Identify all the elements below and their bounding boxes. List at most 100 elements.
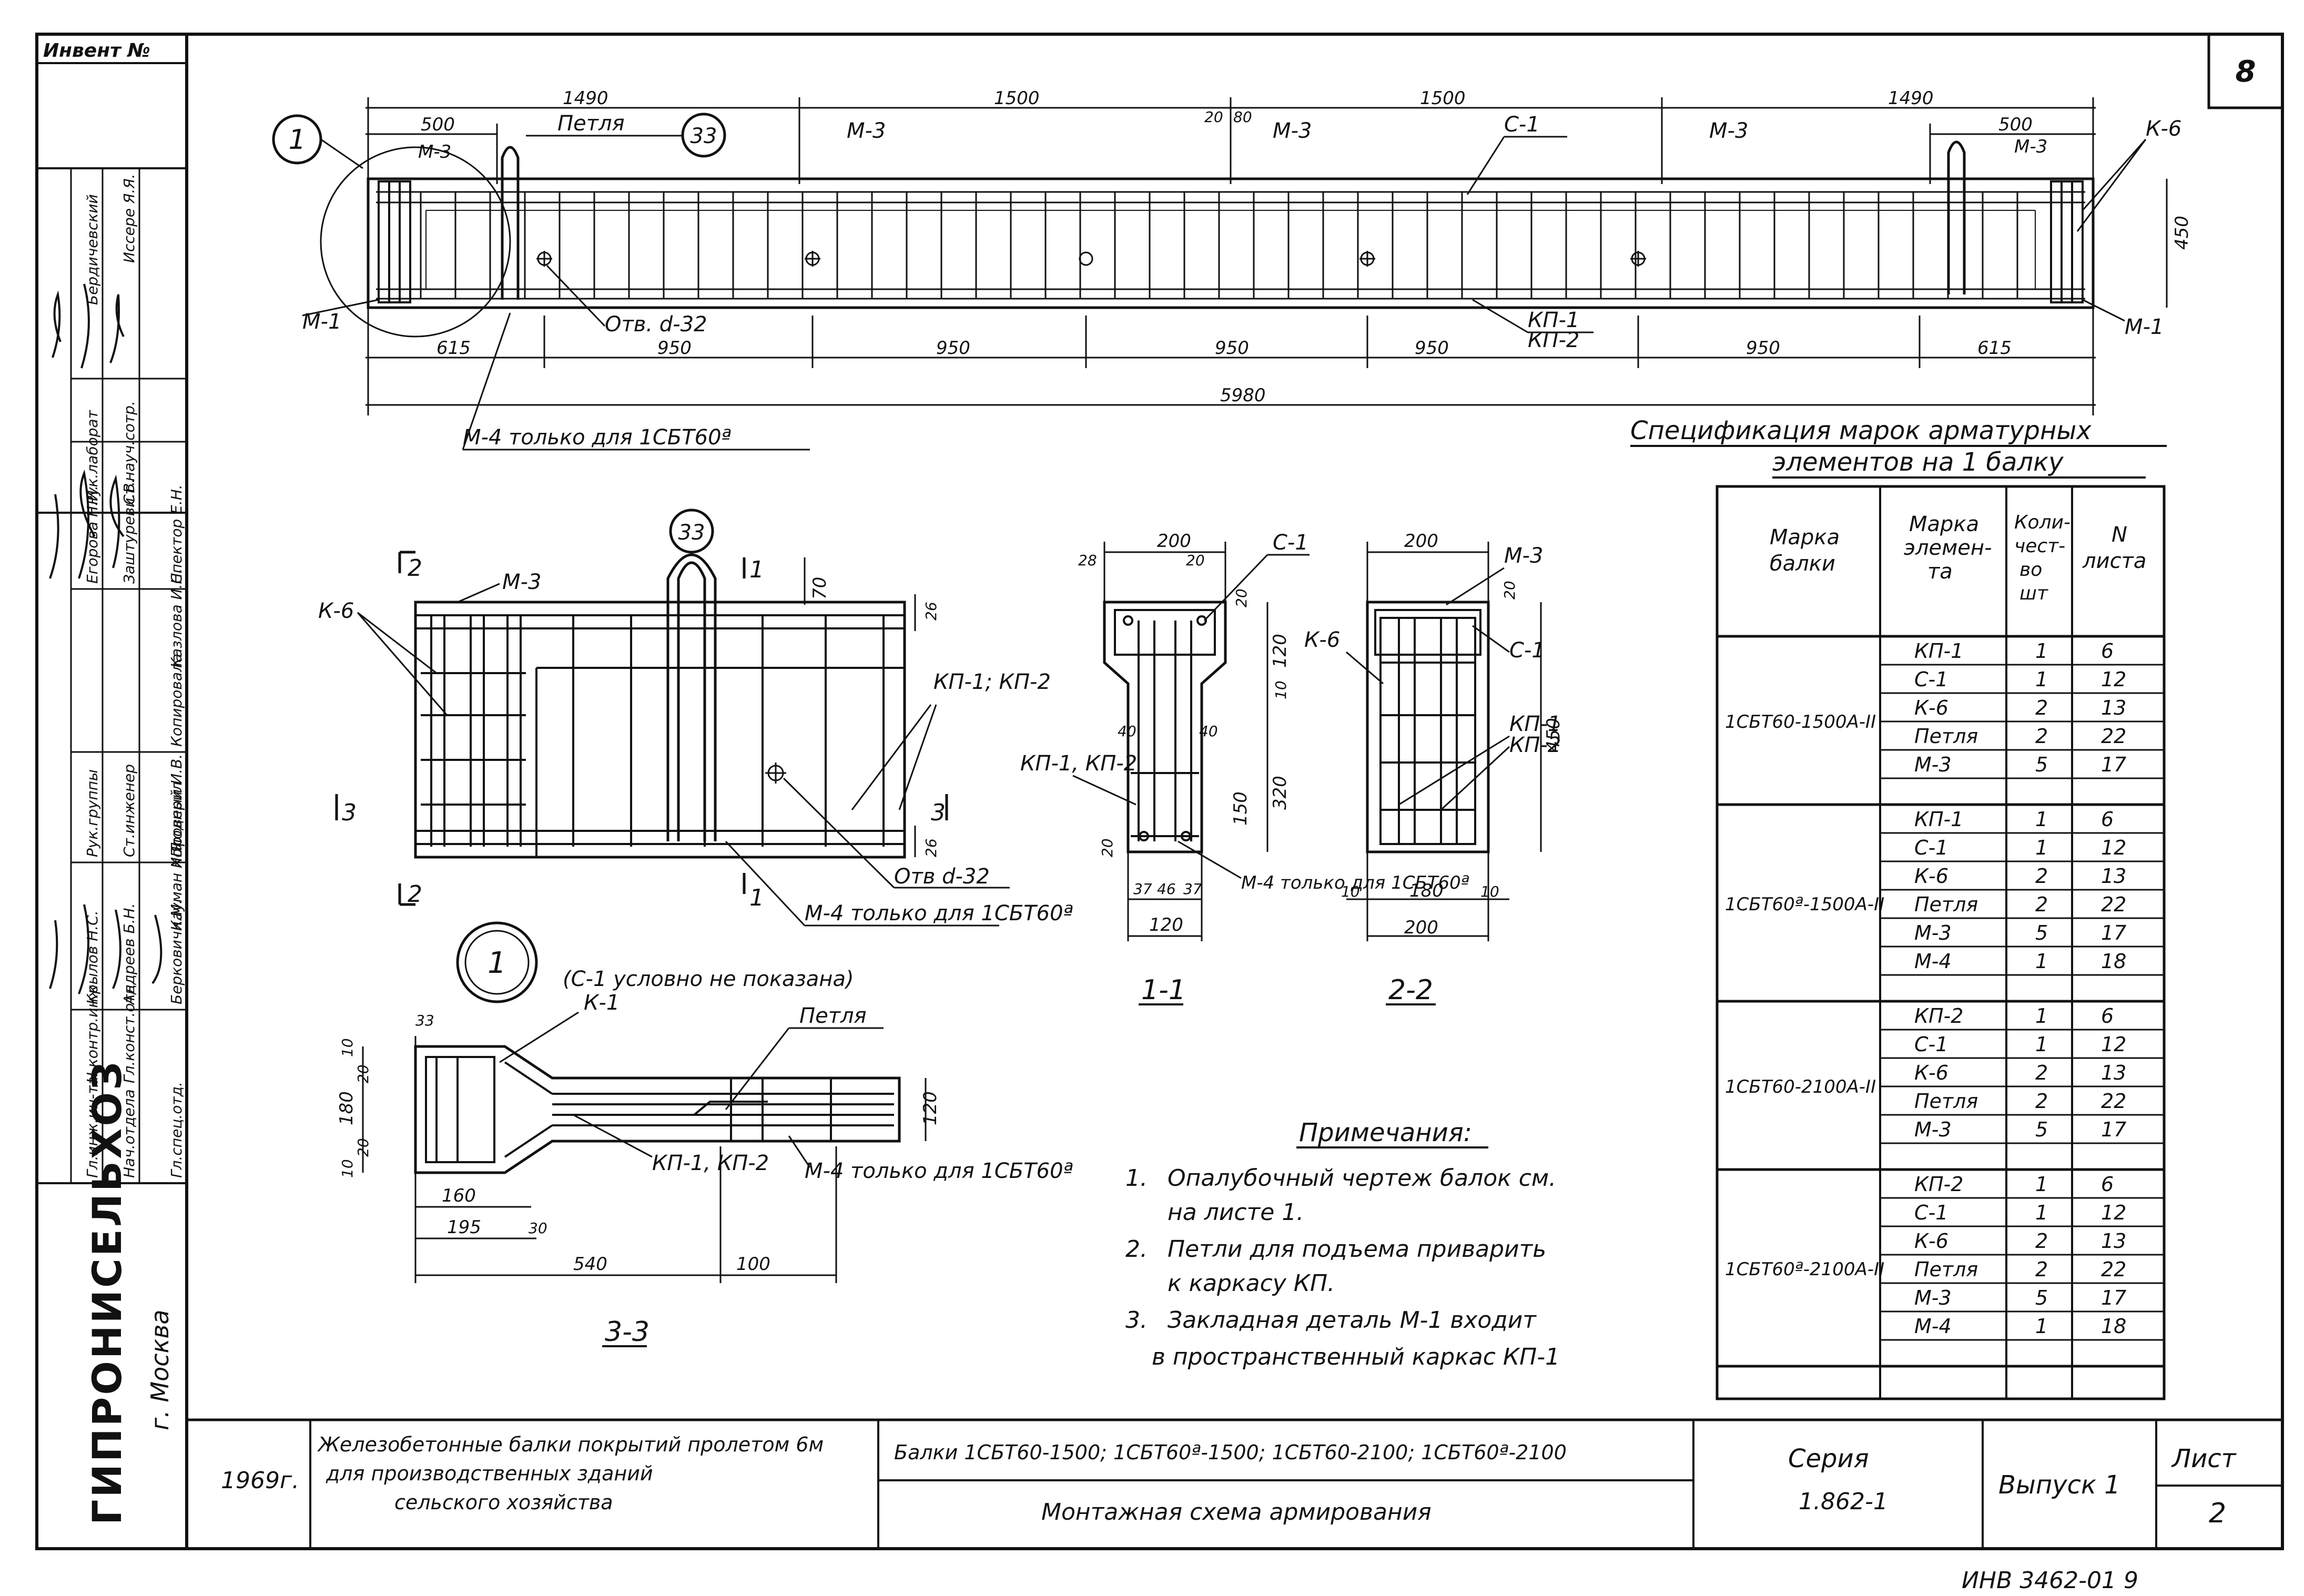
dim-s22-10a: 10 [1341,883,1360,900]
spec-cell-qty: 5 [2035,921,2048,944]
dim-s11-120b: 120 [1149,914,1183,936]
spec-cell-element: М-3 [1914,1118,1952,1141]
dim-top-1490a: 1490 [563,88,608,109]
dim-top-500a: 500 [421,114,455,135]
side-strip: Инвент № Гл.инж.ин-та Н.контр.инж Нач.от… [37,40,187,1525]
detail-loop-label: Петля [799,1004,867,1028]
spec-cell-qty: 5 [2035,753,2048,776]
spec-cell-element: М-4 [1914,950,1952,973]
dim-d1-160: 160 [442,1185,476,1206]
side-role-4: Гл.конст.отд. [120,980,138,1083]
dim-d1-10a: 10 [339,1038,356,1057]
side-role-8: Проверил [168,781,185,857]
note-1-num: 1. [1125,1165,1148,1192]
note-2-num: 2. [1125,1236,1148,1263]
spec-table: Спецификация марок арматурных элементов … [1630,416,2167,1400]
mark-c1-s11: С-1 [1273,531,1308,555]
mark-m1-right: М-1 [2125,315,2164,339]
spec-cell-element: С-1 [1914,1033,1948,1056]
dim-bottom-615a: 615 [437,338,471,359]
section-marker-1-top: 1 [749,556,764,583]
side-name-10: Бердичевский [84,194,101,305]
sheet-frame: 8 [35,33,2284,1550]
spec-cell-element: КП-1 [1914,808,1963,831]
dim-bottom-950b: 950 [936,338,970,359]
tb-issue: Выпуск 1 [1998,1470,2120,1500]
spec-cell-beam: 1СБТ60ª-1500А-II [1725,894,1884,915]
spec-cell-sheet: 13 [2101,1061,2126,1084]
detail-1-section-3-3: 1 (С-1 условно не показана) Петля К-1 КП… [336,921,1073,1348]
tb-year: 1969г. [221,1467,299,1494]
section-1-1: С-1 КП-1, КП-2 М-4 только для 1СБТ60ª 20… [1020,531,1469,1006]
mark-m3-a: М-3 [418,141,451,162]
mark-kp1-top: КП-1 [1528,308,1579,332]
detail-k1-label: К-1 [584,991,620,1015]
spec-cell-qty: 1 [2035,1173,2048,1196]
dim-s22-180: 180 [1409,880,1444,901]
notes: Примечания: 1. Опалубочный чертеж балок … [1125,1118,1560,1370]
spec-cell-qty: 1 [2035,808,2048,831]
tb-sheet: 2 [2209,1498,2226,1529]
tb-beams: Балки 1СБТ60-1500; 1СБТ60ª-1500; 1СБТ60-… [894,1441,1567,1464]
side-name-6: Егорова Н.И. [84,485,101,584]
spec-cell-element: К-6 [1914,696,1948,719]
spec-cell-element: М-3 [1914,921,1952,944]
note-2-line1: Петли для подъема приварить [1168,1236,1546,1263]
spec-title-line2: элементов на 1 балку [1772,448,2064,477]
archive-stamp: ИНВ 3462-01 9 [1962,1567,2138,1594]
beam-elevation: 1490 1500 1500 1490 500 500 20 80 [272,88,2193,451]
spec-header-sheet-l1: N [2112,523,2127,547]
m4-note-s11: М-4 только для 1СБТ60ª [1241,872,1469,893]
dim-s11-20a: 20 [1186,552,1205,569]
spec-cell-element: К-6 [1914,1061,1948,1084]
spec-cell-qty: 2 [2035,1258,2048,1281]
spec-cell-qty: 1 [2035,668,2048,691]
dim-s11-10: 10 [1272,680,1290,699]
tb-sheet-label: Лист [2171,1444,2237,1473]
spec-cell-sheet: 12 [2101,836,2126,859]
spec-cell-qty: 1 [2035,836,2048,859]
spec-cell-sheet: 22 [2101,1258,2126,1281]
dim-detail-70: 70 [809,577,830,599]
mark-c1-s22: С-1 [1509,638,1545,663]
spec-cell-sheet: 18 [2101,950,2126,973]
spec-cell-element: С-1 [1914,836,1948,859]
dim-d1-33: 33 [415,1012,434,1029]
spec-header-sheet-l2: листа [2082,549,2146,573]
spec-cell-qty: 1 [2035,1315,2048,1338]
spec-cell-qty: 5 [2035,1118,2048,1141]
note-2-line2: к каркасу КП. [1168,1270,1335,1297]
spec-cell-qty: 2 [2035,1061,2048,1084]
mark-kp12-detail: КП-1; КП-2 [933,670,1051,694]
dim-s11-320: 320 [1270,776,1291,810]
spec-cell-beam: 1СБТ60-1500А-II [1725,711,1876,733]
spec-cell-qty: 1 [2035,1033,2048,1056]
detail-kp-label: КП-1, КП-2 [652,1151,769,1175]
dim-d1-195: 195 [447,1217,481,1238]
dim-s11-20c: 20 [1099,838,1116,857]
spec-cell-element: М-4 [1914,1315,1952,1338]
note-3-num: 3. [1125,1307,1148,1334]
dim-s11-120: 120 [1270,634,1291,668]
mark-kp-s11: КП-1, КП-2 [1020,751,1137,776]
side-name-2: Андреев Б.Н. [120,903,138,1005]
spec-cell-beam: 1СБТ60ª-2100А-II [1725,1259,1884,1280]
side-name-11: Иссере Я.Я. [120,174,138,263]
title-block: 1969г. Железобетонные балки покрытий про… [187,1418,2282,1549]
spec-cell-sheet: 6 [2101,808,2114,831]
spec-cell-element: К-6 [1914,865,1948,888]
spec-header-elem-l3: та [1927,560,1953,584]
section-marker-3-left: 3 [342,799,357,826]
spec-cell-element: С-1 [1914,668,1948,691]
mark-m3-detail: М-3 [502,570,541,594]
dim-s11-37b: 37 [1183,880,1202,898]
section-3-3-label: 3-3 [605,1316,649,1348]
side-name-9: Казлова И.Н. [168,568,185,668]
spec-title-line1: Спецификация марок арматурных [1630,416,2092,445]
detail-1-caption: (С-1 условно не показана) [563,967,854,991]
dim-bottom-950e: 950 [1746,338,1780,359]
spec-cell-sheet: 18 [2101,1315,2126,1338]
dim-d1-120: 120 [920,1091,941,1125]
spec-header-qty-l2: чест- [2014,535,2065,557]
spec-cell-element: М-3 [1914,1286,1952,1309]
